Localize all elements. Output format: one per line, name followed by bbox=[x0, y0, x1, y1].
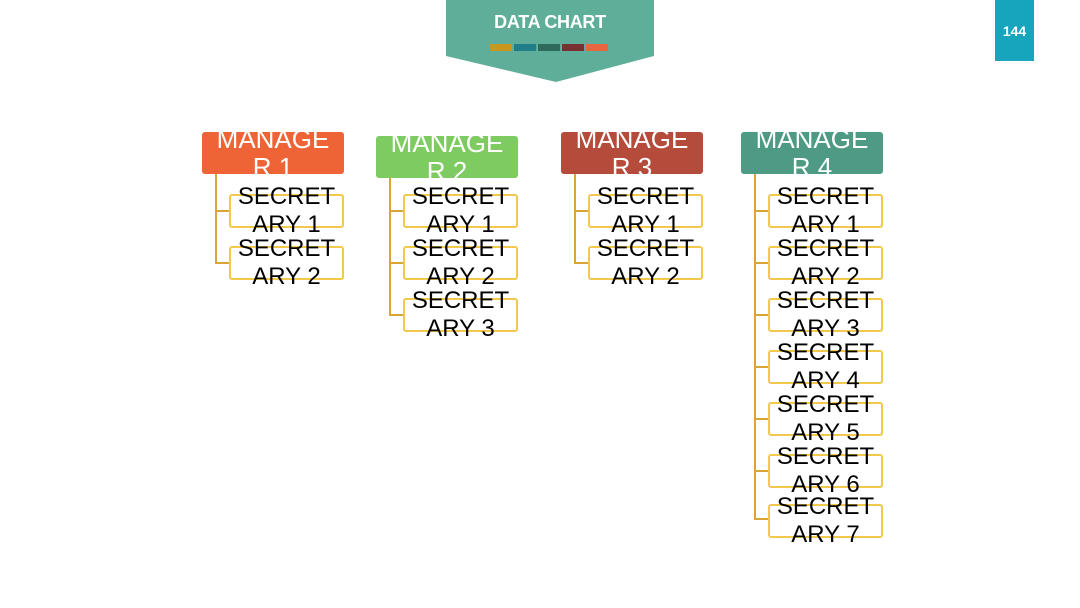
secretary-box: SECRETARY 1 bbox=[588, 183, 703, 238]
secretary-box: SECRETARY 2 bbox=[229, 235, 344, 290]
manager-box: MANAGER 1 bbox=[202, 132, 344, 174]
secretary-box: SECRETARY 6 bbox=[768, 443, 883, 498]
manager-label: MANAGER 1 bbox=[216, 132, 330, 174]
secretary-box: SECRETARY 3 bbox=[403, 287, 518, 342]
secretary-box: SECRETARY 7 bbox=[768, 493, 883, 548]
secretary-box: SECRETARY 1 bbox=[229, 183, 344, 238]
connector-branch bbox=[574, 210, 588, 212]
secretary-label: SECRETARY 2 bbox=[596, 235, 695, 290]
manager-label: MANAGER 2 bbox=[390, 136, 504, 178]
connector-branch bbox=[754, 366, 768, 368]
banner-shape bbox=[446, 0, 654, 82]
secretary-label: SECRETARY 7 bbox=[776, 493, 875, 548]
secretary-box: SECRETARY 4 bbox=[768, 339, 883, 394]
connector-trunk bbox=[215, 174, 217, 264]
page-title: DATA CHART bbox=[494, 12, 606, 32]
connector-branch bbox=[754, 418, 768, 420]
connector-branch bbox=[754, 518, 768, 520]
secretary-label: SECRETARY 1 bbox=[237, 183, 336, 238]
swatch-2 bbox=[514, 44, 536, 51]
connector-trunk bbox=[574, 174, 576, 264]
secretary-box: SECRETARY 2 bbox=[588, 235, 703, 290]
manager-label: MANAGER 4 bbox=[755, 132, 869, 174]
secretary-label: SECRETARY 5 bbox=[776, 391, 875, 446]
secretary-label: SECRETARY 2 bbox=[237, 235, 336, 290]
connector-branch bbox=[754, 314, 768, 316]
title-banner: DATA CHART bbox=[446, 0, 654, 82]
manager-label: MANAGER 3 bbox=[575, 132, 689, 174]
manager-box: MANAGER 4 bbox=[741, 132, 883, 174]
color-swatches bbox=[490, 44, 608, 51]
connector-branch bbox=[754, 470, 768, 472]
connector-branch bbox=[389, 314, 403, 316]
secretary-label: SECRETARY 2 bbox=[776, 235, 875, 290]
secretary-box: SECRETARY 5 bbox=[768, 391, 883, 446]
secretary-box: SECRETARY 2 bbox=[768, 235, 883, 290]
connector-branch bbox=[754, 210, 768, 212]
swatch-1 bbox=[490, 44, 512, 51]
connector-trunk bbox=[754, 174, 756, 520]
secretary-label: SECRETARY 4 bbox=[776, 339, 875, 394]
connector-branch bbox=[215, 210, 229, 212]
connector-branch bbox=[389, 210, 403, 212]
manager-box: MANAGER 2 bbox=[376, 136, 518, 178]
secretary-box: SECRETARY 3 bbox=[768, 287, 883, 342]
secretary-label: SECRETARY 3 bbox=[411, 287, 510, 342]
page-number: 144 bbox=[995, 0, 1034, 61]
connector-branch bbox=[215, 262, 229, 264]
connector-branch bbox=[389, 262, 403, 264]
connector-branch bbox=[754, 262, 768, 264]
swatch-4 bbox=[562, 44, 584, 51]
secretary-box: SECRETARY 2 bbox=[403, 235, 518, 290]
secretary-box: SECRETARY 1 bbox=[768, 183, 883, 238]
swatch-5 bbox=[586, 44, 608, 51]
secretary-label: SECRETARY 1 bbox=[596, 183, 695, 238]
manager-box: MANAGER 3 bbox=[561, 132, 703, 174]
secretary-label: SECRETARY 3 bbox=[776, 287, 875, 342]
secretary-label: SECRETARY 1 bbox=[411, 183, 510, 238]
connector-branch bbox=[574, 262, 588, 264]
swatch-3 bbox=[538, 44, 560, 51]
secretary-label: SECRETARY 1 bbox=[776, 183, 875, 238]
secretary-label: SECRETARY 2 bbox=[411, 235, 510, 290]
secretary-label: SECRETARY 6 bbox=[776, 443, 875, 498]
secretary-box: SECRETARY 1 bbox=[403, 183, 518, 238]
connector-trunk bbox=[389, 178, 391, 316]
